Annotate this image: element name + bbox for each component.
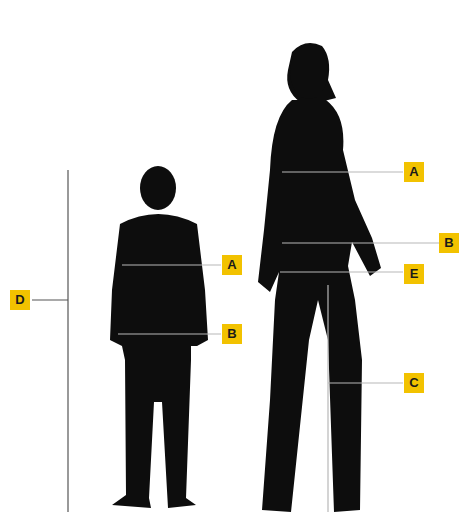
- callout-letter: E: [404, 264, 424, 284]
- woman-silhouette: [258, 43, 381, 512]
- callout-letter: C: [404, 373, 424, 393]
- callout-letter: D: [10, 290, 30, 310]
- callout-letter: A: [222, 255, 242, 275]
- height-line: [32, 170, 68, 512]
- child-silhouette: [110, 166, 208, 508]
- measure-lines: [118, 172, 439, 512]
- callout-letter: B: [439, 233, 459, 253]
- callout-letter: A: [404, 162, 424, 182]
- callout-letter: B: [222, 324, 242, 344]
